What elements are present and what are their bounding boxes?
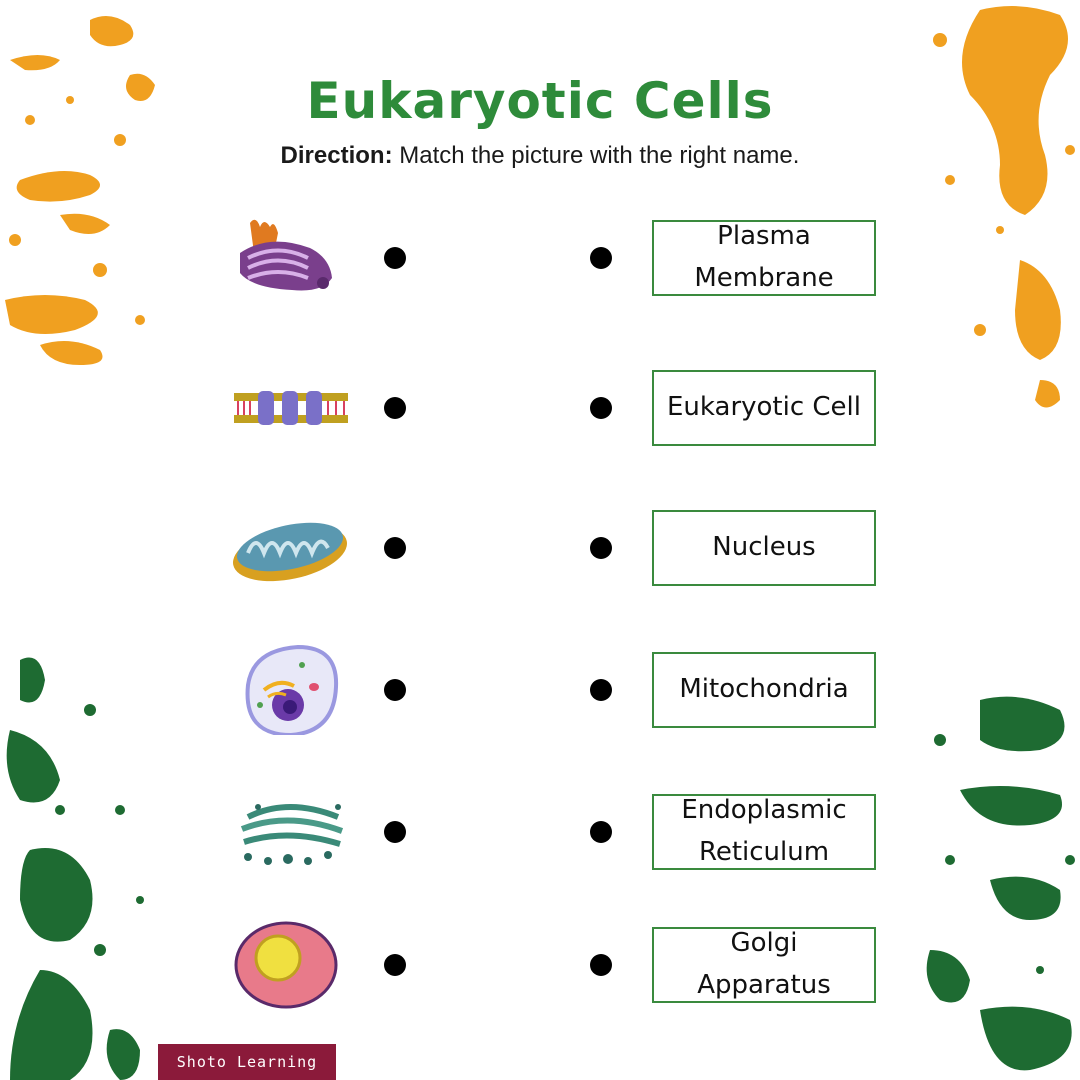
plasma-membrane-picture[interactable] — [228, 363, 348, 453]
label-box-plasma-membrane[interactable]: Plasma Membrane — [652, 220, 876, 296]
orange-splatter-top-right — [933, 6, 1075, 408]
match-row: Eukaryotic Cell — [0, 363, 1080, 453]
match-row: Endoplasmic Reticulum — [0, 787, 1080, 877]
label-box-eukaryotic-cell[interactable]: Eukaryotic Cell — [652, 370, 876, 446]
direction-text: Direction: Match the picture with the ri… — [0, 142, 1080, 170]
match-row: Golgi Apparatus — [0, 920, 1080, 1010]
golgi-apparatus-picture[interactable] — [228, 213, 348, 303]
match-row: Plasma Membrane — [0, 213, 1080, 303]
right-match-dot[interactable] — [590, 679, 612, 701]
direction-label: Direction: — [280, 142, 393, 169]
page-title: Eukaryotic Cells — [306, 72, 774, 130]
direction-instruction: Match the picture with the right name. — [392, 142, 800, 169]
left-match-dot[interactable] — [384, 679, 406, 701]
green-splatter-bottom-left — [6, 657, 144, 1080]
right-match-dot[interactable] — [590, 954, 612, 976]
label-box-nucleus[interactable]: Nucleus — [652, 510, 876, 586]
left-match-dot[interactable] — [384, 954, 406, 976]
left-match-dot[interactable] — [384, 397, 406, 419]
match-row: Mitochondria — [0, 645, 1080, 735]
right-match-dot[interactable] — [590, 247, 612, 269]
label-box-golgi-apparatus[interactable]: Golgi Apparatus — [652, 927, 876, 1003]
right-match-dot[interactable] — [590, 537, 612, 559]
label-box-mitochondria[interactable]: Mitochondria — [652, 652, 876, 728]
right-match-dot[interactable] — [590, 397, 612, 419]
match-row: Nucleus — [0, 503, 1080, 593]
left-match-dot[interactable] — [384, 821, 406, 843]
green-splatter-bottom-right — [926, 696, 1075, 1071]
mitochondria-picture[interactable] — [228, 503, 348, 593]
left-match-dot[interactable] — [384, 247, 406, 269]
nucleus-picture[interactable] — [228, 920, 348, 1010]
brand-badge: Shoto Learning — [158, 1044, 336, 1080]
label-box-endoplasmic-reticulum[interactable]: Endoplasmic Reticulum — [652, 794, 876, 870]
endoplasmic-reticulum-picture[interactable] — [228, 787, 348, 877]
right-match-dot[interactable] — [590, 821, 612, 843]
orange-splatter-top-left — [5, 16, 155, 365]
eukaryotic-cell-picture[interactable] — [228, 645, 348, 735]
left-match-dot[interactable] — [384, 537, 406, 559]
